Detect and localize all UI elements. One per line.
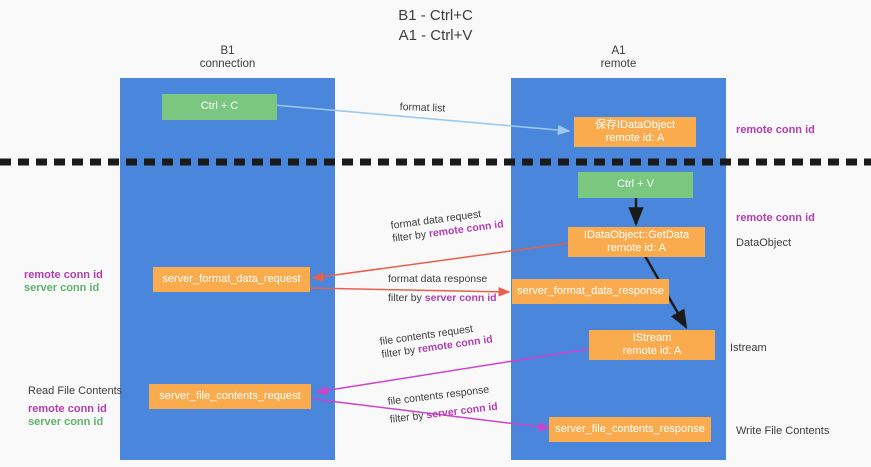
- left-label-read-file-contents: Read File Contents: [28, 385, 123, 397]
- left-label-remote-conn-id-1: remote conn id: [24, 269, 103, 281]
- edge-label-format-data-response-text: format data response: [388, 273, 488, 285]
- edge-label-format-data-response-filter-key: server conn id: [424, 292, 497, 304]
- box-ctrl-c[interactable]: Ctrl + C: [162, 94, 277, 120]
- arrow-file-contents-request: [315, 348, 590, 396]
- title-line-1: B1 - Ctrl+C: [398, 7, 473, 24]
- box-server-file-contents-request[interactable]: server_file_contents_request: [149, 384, 311, 409]
- box-ctrl-v[interactable]: Ctrl + V: [578, 172, 693, 198]
- edge-label-format-data-response: format data response filter by server co…: [388, 273, 497, 305]
- arrow-format-data-request: [311, 242, 570, 282]
- arrow-format-list: [273, 104, 571, 136]
- box-save-idataobject[interactable]: 保存IDataObject remote id: A: [574, 117, 696, 147]
- right-label-write-file-contents: Write File Contents: [736, 425, 830, 437]
- edge-label-format-list: format list: [400, 101, 446, 116]
- column-header-b1: B1 connection: [120, 45, 335, 71]
- edge-label-format-data-response-filter: filter by server conn id: [388, 286, 497, 305]
- box-istream-line2: remote id: A: [622, 345, 682, 357]
- box-getdata-line2: remote id: A: [607, 242, 666, 254]
- box-server-format-data-request[interactable]: server_format_data_request: [153, 267, 310, 292]
- right-label-remote-conn-id-mid: remote conn id: [736, 212, 815, 224]
- box-save-idataobject-line2: remote id: A: [605, 132, 665, 144]
- column-header-a1-sub: remote: [600, 58, 637, 70]
- right-label-dataobject: DataObject: [736, 237, 792, 249]
- box-getdata-line1: IDataObject::GetData: [583, 228, 690, 241]
- box-server-file-contents-request-label: server_file_contents_request: [159, 389, 301, 402]
- arrow-format-data-response: [308, 286, 511, 297]
- right-label-remote-conn-id-top: remote conn id: [736, 124, 815, 136]
- box-server-file-contents-response-label: server_file_contents_response: [555, 422, 705, 435]
- box-server-file-contents-response[interactable]: server_file_contents_response: [549, 417, 711, 442]
- title-line-2: A1 - Ctrl+V: [398, 27, 473, 44]
- box-server-format-data-request-label: server_format_data_request: [162, 272, 301, 285]
- column-header-a1: A1 remote: [511, 45, 726, 71]
- box-istream-line1: IStream: [632, 331, 672, 344]
- box-ctrl-c-label: Ctrl + C: [200, 100, 239, 113]
- column-header-b1-sub: connection: [199, 58, 256, 70]
- box-getdata[interactable]: IDataObject::GetData remote id: A: [568, 227, 705, 257]
- box-server-format-data-response-label: server_format_data_response: [517, 284, 664, 297]
- arrow-file-contents-response: [312, 398, 551, 432]
- box-istream[interactable]: IStream remote id: A: [589, 330, 715, 360]
- right-label-istream: Istream: [730, 342, 767, 354]
- column-header-a1-name: A1: [611, 45, 626, 57]
- left-label-remote-conn-id-2: remote conn id: [28, 403, 107, 415]
- box-ctrl-v-label: Ctrl + V: [617, 178, 654, 191]
- edge-label-format-list-text: format list: [399, 101, 446, 115]
- page-title: B1 - Ctrl+C A1 - Ctrl+V: [0, 6, 871, 46]
- left-label-server-conn-id-2: server conn id: [28, 416, 104, 428]
- left-label-server-conn-id-1: server conn id: [24, 282, 100, 294]
- box-server-format-data-response[interactable]: server_format_data_response: [512, 279, 669, 304]
- column-header-b1-name: B1: [220, 45, 235, 57]
- box-save-idataobject-line1: 保存IDataObject: [594, 118, 676, 131]
- edge-label-format-data-response-filter-prefix: filter by: [388, 292, 425, 304]
